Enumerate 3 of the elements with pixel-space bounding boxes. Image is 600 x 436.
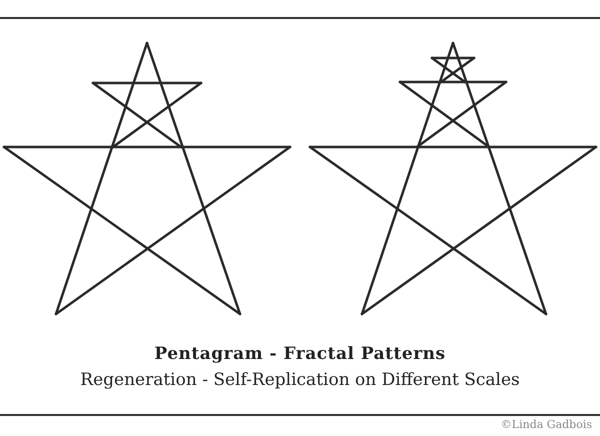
caption: Regeneration - Self-Replication on Different Scales xyxy=(80,370,520,390)
title: Pentagram - Fractal Patterns xyxy=(154,344,446,364)
copyright-note: ©Linda Gadbois xyxy=(500,418,592,431)
